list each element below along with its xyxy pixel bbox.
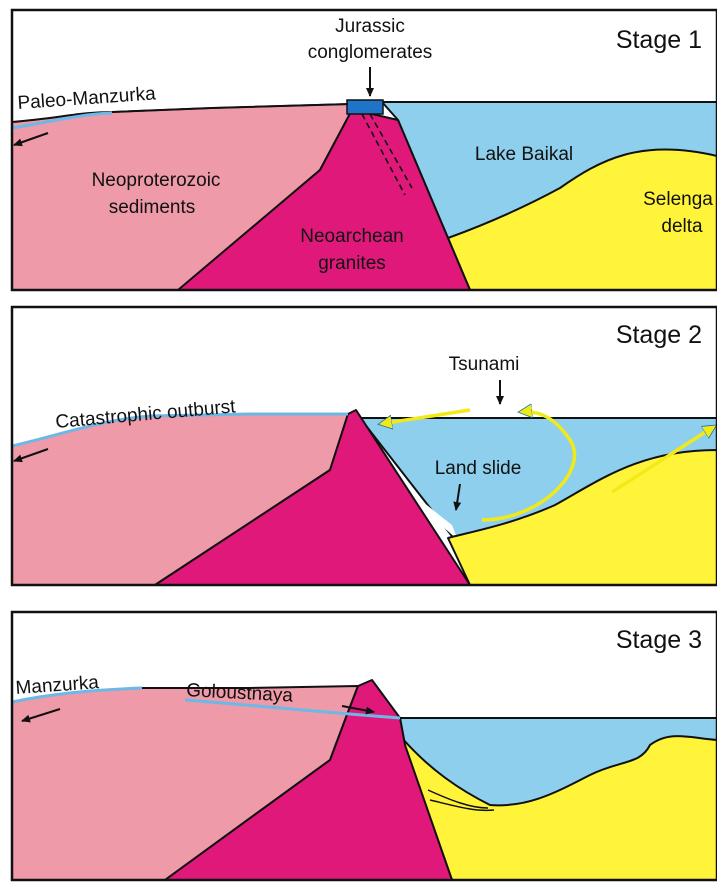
lake-baikal-label: Lake Baikal xyxy=(475,144,573,165)
selenga-label-line2: delta xyxy=(661,216,703,237)
stage-1-panel: Stage 1 Jurassic conglomerates Paleo-Man… xyxy=(12,10,717,290)
land-slide-label: Land slide xyxy=(435,458,522,479)
stage-1-title: Stage 1 xyxy=(616,26,702,54)
selenga-label-line1: Selenga xyxy=(643,189,713,210)
stage-2-title: Stage 2 xyxy=(616,321,702,349)
stage-3-title: Stage 3 xyxy=(616,626,702,654)
neoarchean-label-line2: granites xyxy=(318,253,386,274)
jurassic-label-line2: conglomerates xyxy=(308,42,433,63)
stage-2-panel: Stage 2 Tsunami Catastrophic outburst La… xyxy=(12,307,717,585)
jurassic-conglomerates-block xyxy=(347,100,383,114)
neoarchean-label-line1: Neoarchean xyxy=(300,226,404,247)
neoproterozoic-label-line1: Neoproterozoic xyxy=(92,170,221,191)
paleo-manzurka-label: Paleo-Manzurka xyxy=(17,83,157,114)
tsunami-label: Tsunami xyxy=(449,354,520,375)
jurassic-label-line1: Jurassic xyxy=(335,16,405,37)
neoproterozoic-label-line2: sediments xyxy=(109,197,196,218)
stage-3-panel: Stage 3 Manzurka Goloustnaya xyxy=(12,612,717,880)
